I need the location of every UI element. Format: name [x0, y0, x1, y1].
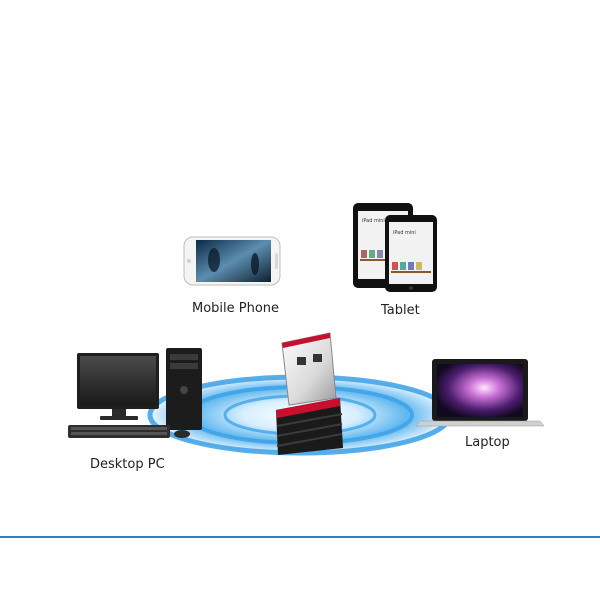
usb-wifi-adapter-image	[276, 332, 343, 455]
tablet-label: Tablet	[381, 303, 420, 318]
desktop-pc-image	[68, 348, 202, 438]
laptop-image	[415, 359, 545, 427]
mobile-phone-label: Mobile Phone	[192, 301, 280, 316]
desktop-pc-label: Desktop PC	[90, 457, 165, 472]
laptop-label: Laptop	[465, 435, 510, 450]
tablet-image: iPad mini iPad mini	[353, 203, 437, 292]
section-divider	[0, 536, 600, 538]
tablet-screen-text-2: iPad mini	[393, 230, 416, 236]
mobile-phone-image	[183, 236, 281, 286]
tablet-screen-text: iPad mini	[362, 218, 385, 224]
